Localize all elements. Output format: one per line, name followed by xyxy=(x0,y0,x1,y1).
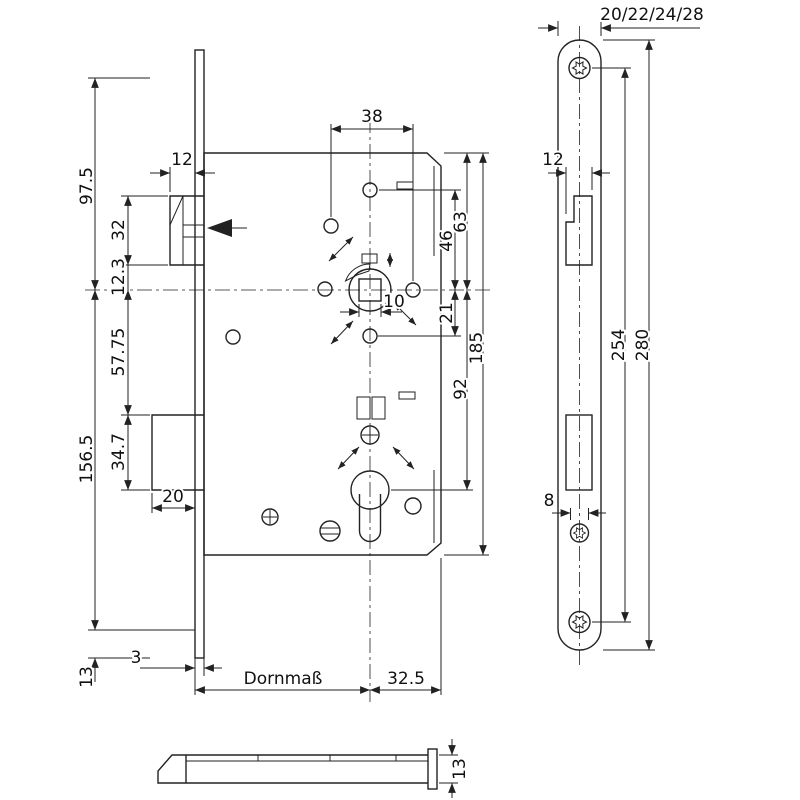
dim-latch-cutout-width: 12 xyxy=(542,150,564,170)
dim-follower-to-bolt-top: 57.75 xyxy=(109,328,129,377)
movement-arrows xyxy=(328,236,417,470)
dim-follower-to-cylinder: 92 xyxy=(451,378,471,400)
screw-hole-top xyxy=(568,56,591,80)
dim-hole-span-top: 38 xyxy=(361,107,383,127)
centerlines xyxy=(85,26,580,702)
cylinder-cutout xyxy=(350,470,390,543)
dim-screw-hole-width: 8 xyxy=(544,491,555,511)
dim-plate-width-options: 20/22/24/28 xyxy=(600,5,704,25)
dim-screw-hole-spacing: 254 xyxy=(609,329,629,361)
dim-spindle-square: 10 xyxy=(383,292,405,312)
dim-case-top-to-follower: 63 xyxy=(451,211,471,233)
dim-follower-to-case-back: 32.5 xyxy=(387,669,425,689)
latch-cutout xyxy=(565,195,593,266)
front-view-dimensions: 38 12 97.5 156.5 32 12.3 57.75 34.7 20 1… xyxy=(75,77,489,695)
follower-hub xyxy=(344,253,393,312)
latch-bolt xyxy=(169,195,247,266)
faceplate-edge xyxy=(194,49,205,659)
deadbolt xyxy=(151,414,204,491)
dim-follower-to-plate-bottom: 156.5 xyxy=(77,435,97,484)
latch-tip xyxy=(157,754,186,784)
deadbolt-cutout xyxy=(565,414,593,491)
dim-upper-hole-to-follower: 46 xyxy=(437,230,457,252)
faceplate-section xyxy=(427,748,438,790)
dim-plate-top-to-follower: 97.5 xyxy=(77,167,97,205)
dim-plate-thickness: 3 xyxy=(131,648,142,668)
faceplate-view: 12 8 254 280 20/22/24/28 xyxy=(538,3,706,651)
dim-case-height: 185 xyxy=(467,332,487,364)
dim-bolt-height: 34.7 xyxy=(109,433,129,471)
dim-latch-to-follower: 12.3 xyxy=(109,258,129,296)
bottom-view: 13 xyxy=(157,739,472,798)
dim-plate-bottom-offset: 13 xyxy=(77,666,97,688)
screw-hole-bottom xyxy=(568,610,591,634)
latch-spring-arrow xyxy=(207,219,232,237)
dim-bolt-throw: 20 xyxy=(162,487,184,507)
faceplate-outline xyxy=(557,39,602,651)
dim-case-thickness: 13 xyxy=(450,758,470,780)
case-bottom-outline xyxy=(185,754,428,784)
dim-backset-label: Dornmaß xyxy=(244,669,323,689)
case-holes xyxy=(225,181,422,542)
lock-case-outline xyxy=(203,152,442,556)
dim-follower-to-lower-hole: 21 xyxy=(437,302,457,324)
screw-hole-middle xyxy=(569,523,590,543)
dim-latch-height: 32 xyxy=(109,219,129,241)
front-view xyxy=(151,49,442,659)
dim-plate-length: 280 xyxy=(633,329,653,361)
dim-latch-protrusion: 12 xyxy=(171,150,193,170)
